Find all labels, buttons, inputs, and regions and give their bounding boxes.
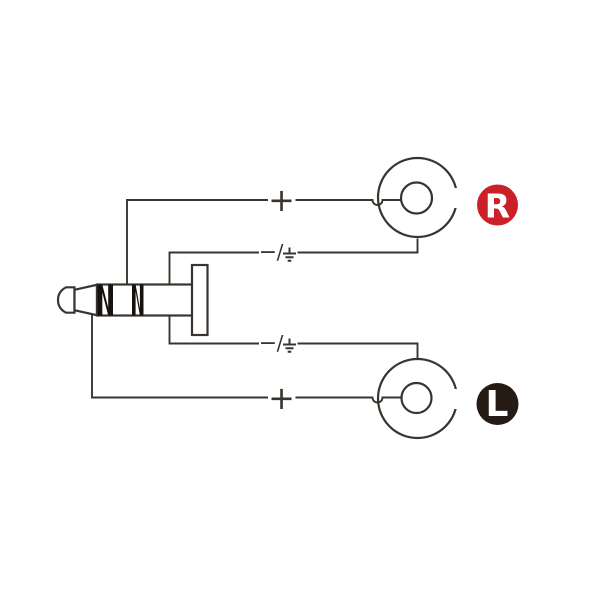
iec-earth-ground-icon xyxy=(283,338,296,353)
slash-symbol-left: / xyxy=(277,331,284,355)
left-badge-letter: L xyxy=(486,384,509,425)
right-badge-letter: R xyxy=(485,187,510,226)
plus-symbol-left: + xyxy=(268,379,295,417)
plug-tip xyxy=(56,286,76,314)
left-badge-circle xyxy=(476,383,519,425)
plus-symbol-right: + xyxy=(268,181,295,219)
trs-plug-icon xyxy=(56,263,209,337)
left-channel-badge: L xyxy=(476,383,519,425)
wire-right-ground xyxy=(168,238,419,285)
right-badge-circle xyxy=(477,184,518,226)
wire-left-ground xyxy=(168,315,419,360)
iec-earth-ground-icon xyxy=(283,247,296,262)
wires xyxy=(91,199,419,404)
ground-icons xyxy=(283,247,296,353)
plug-tip-cone xyxy=(73,283,99,317)
plug-insulator-band-2 xyxy=(132,284,144,316)
right-ring-gap xyxy=(450,188,464,208)
wire-right-positive xyxy=(126,199,402,285)
right-connector-center-pin xyxy=(399,181,434,215)
plug-flange xyxy=(190,263,209,337)
slash-symbol-right: / xyxy=(277,240,284,264)
minus-symbol-left: − xyxy=(259,331,277,356)
wire-left-positive xyxy=(91,313,402,404)
minus-symbol-right: − xyxy=(259,240,277,265)
plug-insulator-band-1 xyxy=(97,284,114,316)
left-ring-gap xyxy=(450,389,464,409)
right-channel-badge: R xyxy=(477,184,518,226)
plug-insulator-bands xyxy=(97,284,144,316)
